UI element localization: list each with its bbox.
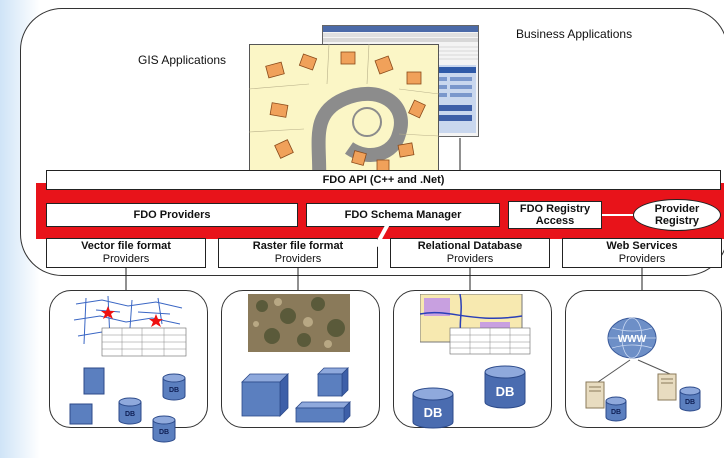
relational-provider-title: Relational Database bbox=[417, 240, 523, 252]
db-label: DB bbox=[685, 399, 695, 406]
fdo-providers-box: FDO Providers bbox=[46, 203, 298, 227]
relational-map-thumbnail bbox=[420, 294, 531, 355]
raster-provider-title: Raster file format bbox=[252, 240, 344, 252]
vector-map-thumbnail bbox=[73, 295, 187, 357]
gis-application-map bbox=[249, 44, 439, 182]
provider-registry-line2: Registry bbox=[654, 215, 699, 227]
server-right-icon bbox=[657, 373, 677, 401]
db-cylinder-large-icon: DB bbox=[484, 365, 526, 409]
web-services-provider-box: Web Services Providers bbox=[562, 238, 722, 268]
web-services-provider-subtitle: Providers bbox=[618, 253, 666, 265]
fdo-api-box: FDO API (C++ and .Net) bbox=[46, 170, 721, 190]
business-applications-label: Business Applications bbox=[516, 27, 633, 41]
web-services-provider-title: Web Services bbox=[606, 240, 678, 252]
registry-connector bbox=[602, 214, 633, 216]
data-connector-lines bbox=[125, 268, 643, 290]
db-cylinder-large-icon: DB bbox=[412, 387, 454, 429]
registry-access-line1: FDO Registry bbox=[519, 203, 591, 215]
db-label: DB bbox=[496, 384, 515, 399]
raster-cubes bbox=[241, 367, 351, 423]
server-left-icon bbox=[585, 381, 605, 409]
db-cylinder-icon: DB bbox=[679, 386, 701, 412]
vector-shapes bbox=[69, 367, 105, 425]
registry-access-line2: Access bbox=[535, 215, 575, 227]
vector-provider-title: Vector file format bbox=[81, 240, 171, 252]
db-label: DB bbox=[169, 387, 179, 394]
raster-provider-subtitle: Providers bbox=[274, 253, 322, 265]
db-cylinder-icon: DB bbox=[605, 396, 627, 422]
provider-registry-line1: Provider bbox=[654, 203, 700, 215]
relational-provider-box: Relational Database Providers bbox=[390, 238, 550, 268]
fdo-schema-manager-box: FDO Schema Manager bbox=[306, 203, 500, 227]
gis-applications-label: GIS Applications bbox=[138, 53, 227, 67]
db-cylinder-icon: DB bbox=[162, 373, 186, 401]
raster-provider-box: Raster file format Providers bbox=[218, 238, 378, 268]
raster-aerial-image bbox=[248, 294, 350, 352]
db-label: DB bbox=[125, 411, 135, 418]
db-cylinder-icon: DB bbox=[152, 415, 176, 443]
break-mark bbox=[374, 223, 390, 247]
db-label: DB bbox=[424, 405, 443, 420]
db-cylinder-icon: DB bbox=[118, 397, 142, 425]
web-server-connectors bbox=[585, 359, 677, 409]
relational-provider-subtitle: Providers bbox=[446, 253, 494, 265]
www-globe-icon: WWW bbox=[607, 317, 657, 359]
vector-provider-box: Vector file format Providers bbox=[46, 238, 206, 268]
www-label: WWW bbox=[618, 334, 647, 345]
vector-provider-subtitle: Providers bbox=[102, 253, 150, 265]
db-label: DB bbox=[159, 429, 169, 436]
db-label: DB bbox=[611, 409, 621, 416]
